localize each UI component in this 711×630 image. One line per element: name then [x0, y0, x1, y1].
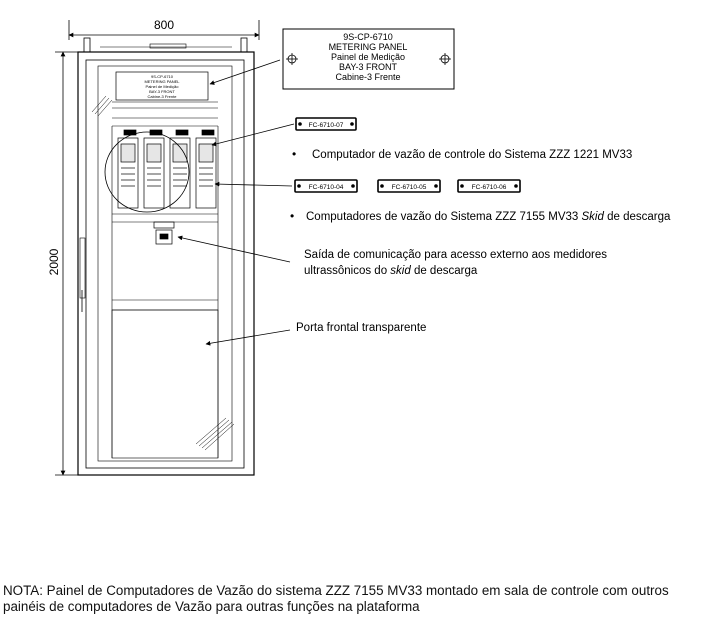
svg-text:METERING PANEL: METERING PANEL	[144, 79, 180, 84]
leader-front-door	[205, 329, 291, 346]
footnote: NOTA: Painel de Computadores de Vazão do…	[3, 583, 669, 614]
height-dimension-label: 2000	[47, 248, 61, 275]
callout-discharge-computers: Computadores de vazão do Sistema ZZZ 715…	[306, 211, 671, 223]
leader-discharge-computers	[214, 181, 293, 187]
width-dimension	[68, 20, 260, 40]
flow-computer-unit	[195, 129, 217, 209]
svg-text:FC-6710-06: FC-6710-06	[472, 184, 507, 191]
tag-plate-discharge-2: FC-6710-05	[377, 179, 441, 193]
flow-computer-unit	[117, 129, 139, 209]
flow-computer-units	[117, 129, 217, 209]
leader-nameplate	[209, 59, 281, 85]
nameplate-line: Painel de Medição	[331, 52, 405, 62]
callout-control-computer: Computador de vazão de controle do Siste…	[312, 149, 632, 161]
cabinet	[77, 37, 255, 476]
flow-computer-unit	[169, 129, 191, 209]
nameplate-line: 9S-CP-6710	[343, 32, 393, 42]
tag-plate-discharge-3: FC-6710-06	[457, 179, 521, 193]
tag-plate-control: FC-6710-07	[295, 117, 357, 131]
leader-comm-outlet	[177, 235, 291, 263]
callout-comm-outlet-line2: ultrassônicos do skid de descarga	[304, 265, 478, 277]
tag-plate-discharge-1: FC-6710-04	[294, 179, 358, 193]
svg-text:BAY-3 FRONT: BAY-3 FRONT	[149, 89, 175, 94]
callout-front-door: Porta frontal transparente	[296, 322, 426, 334]
panel-nameplate-miniature: 9S-CP-6710 METERING PANEL Painel de Medi…	[144, 74, 180, 99]
leader-arrows	[177, 59, 295, 346]
nameplate-line: BAY-3 FRONT	[339, 62, 398, 72]
flow-computer-unit	[143, 129, 165, 209]
leader-control-computer	[211, 123, 295, 147]
svg-text:FC-6710-04: FC-6710-04	[309, 184, 344, 191]
svg-text:FC-6710-07: FC-6710-07	[309, 122, 344, 129]
nameplate-line: METERING PANEL	[329, 42, 408, 52]
bullet: •	[292, 147, 296, 161]
svg-text:Painel de Medição: Painel de Medição	[146, 84, 180, 89]
nameplate: 9S-CP-6710 METERING PANEL Painel de Medi…	[282, 28, 455, 90]
discharge-computers-highlight	[104, 131, 190, 213]
svg-text:9S-CP-6710: 9S-CP-6710	[151, 74, 174, 79]
nameplate-line: Cabine-3 Frente	[335, 72, 400, 82]
communication-outlet	[153, 221, 175, 245]
bullet: •	[290, 209, 294, 223]
svg-text:Cabine-3 Frente: Cabine-3 Frente	[148, 94, 178, 99]
svg-text:FC-6710-05: FC-6710-05	[392, 184, 427, 191]
width-dimension-label: 800	[154, 18, 174, 32]
callout-comm-outlet-line1: Saída de comunicação para acesso externo…	[304, 249, 607, 261]
